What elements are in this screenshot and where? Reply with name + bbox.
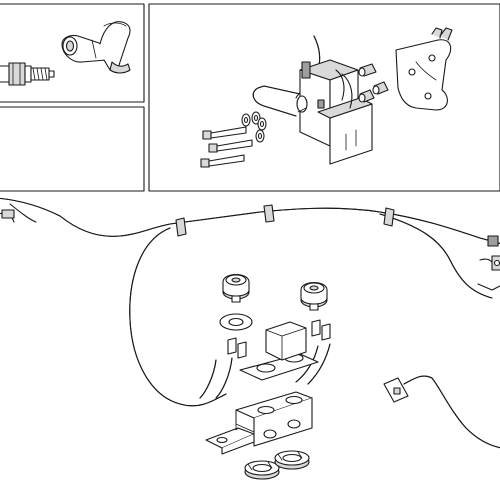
tape-bands	[175, 204, 395, 237]
plug-cap	[61, 21, 131, 74]
spark-plug	[0, 62, 55, 86]
spark-plug-panel-frame	[0, 3, 145, 103]
flat-washer	[219, 313, 253, 331]
coil-holder	[199, 319, 331, 399]
nut-right	[274, 450, 310, 470]
spark-plug-hex	[8, 62, 26, 86]
spacers	[358, 63, 389, 103]
empty-panel-frame	[0, 106, 145, 192]
left-connector	[1, 209, 15, 219]
nuts	[244, 450, 310, 480]
clips	[227, 319, 331, 359]
sensor-lead	[383, 375, 500, 449]
coil-panel-frame	[148, 3, 500, 192]
nut-left	[244, 460, 280, 480]
spark-plug-thread	[30, 67, 50, 81]
bolts	[200, 126, 253, 168]
grommet-left	[222, 273, 250, 303]
ignition-coil-assembly	[200, 27, 453, 168]
mounting-bracket	[395, 27, 453, 111]
washers	[241, 111, 267, 143]
rubber-grommets	[222, 273, 328, 311]
grommet-right	[300, 281, 328, 311]
right-connectors	[477, 235, 500, 291]
ignition-coil	[299, 59, 373, 165]
u-bolt	[252, 85, 301, 117]
coil-bracket	[205, 391, 313, 455]
panel-frames	[0, 3, 500, 192]
